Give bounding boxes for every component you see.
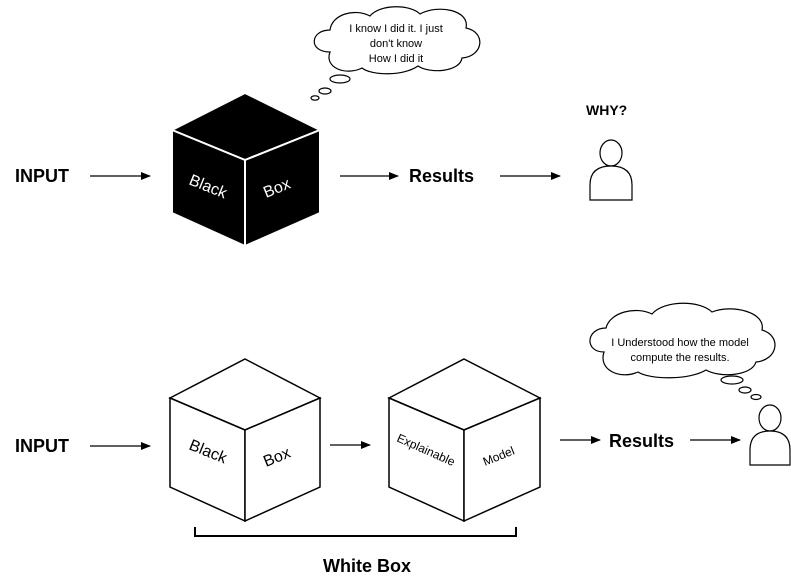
top-thought-line-1: I know I did it. I just — [349, 23, 443, 35]
white-box-cube-explainable: Explainable Model — [387, 358, 542, 523]
white-box-label: White Box — [323, 556, 411, 576]
bottom-input-label: INPUT — [15, 436, 69, 456]
thought-cloud-icon — [589, 302, 776, 401]
black-box-cube: Black Box — [169, 91, 323, 248]
person-icon — [749, 404, 791, 466]
white-box-bracket — [194, 527, 517, 537]
thought-cloud-icon — [310, 6, 481, 101]
white-box-cube-black: Black Box — [168, 358, 322, 523]
top-thought-line-3: How I did it — [369, 53, 423, 65]
why-label: WHY? — [586, 102, 627, 118]
black-cube-right-face — [244, 128, 321, 248]
bottom-results-label: Results — [609, 431, 674, 451]
person-icon — [589, 139, 633, 201]
top-thought-line-2: don't know — [370, 38, 422, 50]
top-input-label: INPUT — [15, 166, 69, 186]
bottom-thought-line-2: compute the results. — [630, 352, 729, 364]
top-results-label: Results — [409, 166, 474, 186]
bottom-thought-line-1: I Understood how the model — [611, 337, 749, 349]
